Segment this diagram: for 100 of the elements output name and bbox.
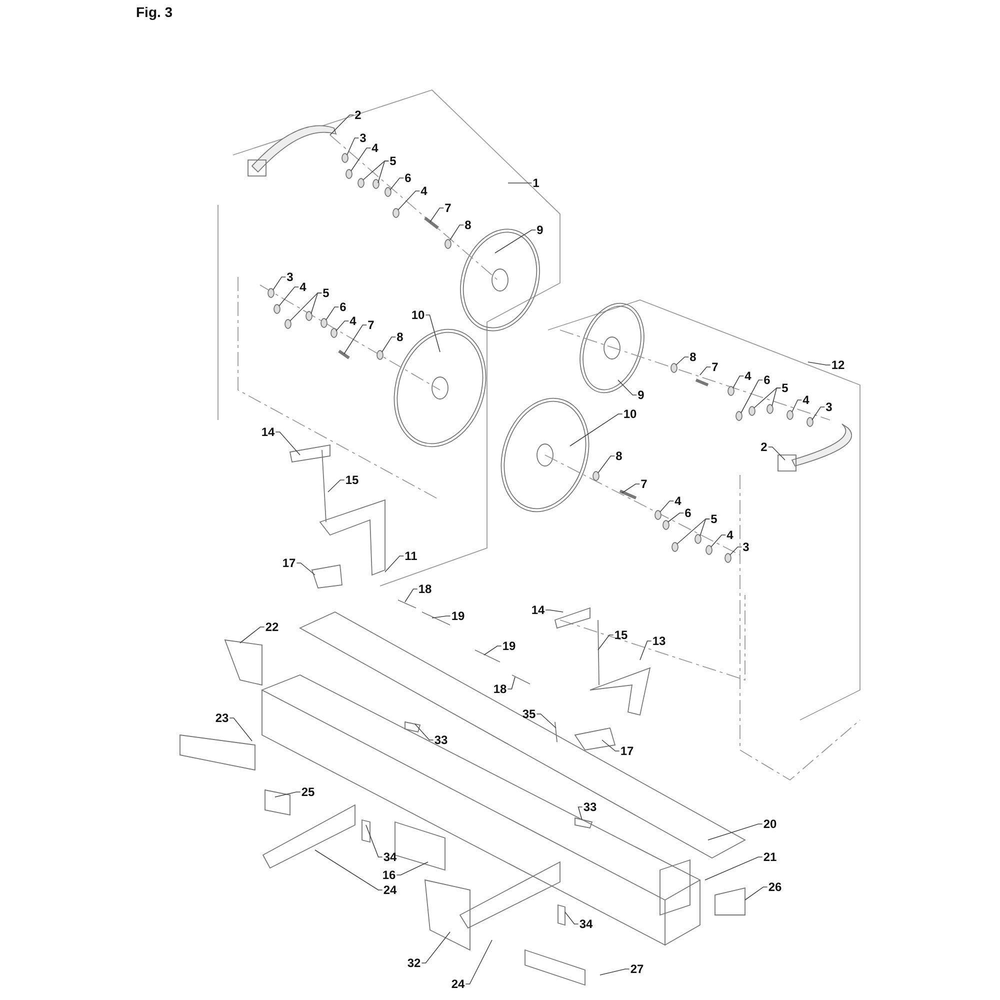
callout-number: 22 [265,620,279,634]
leader-line [507,676,516,690]
callout-number: 19 [451,609,465,623]
leader-line [314,850,383,890]
callout-number: 2 [354,108,362,122]
callout-number: 10 [411,308,425,322]
callout-number: 4 [674,494,682,508]
leader-line [274,792,301,798]
leader-line [350,148,372,172]
callout-number: 18 [493,682,507,696]
callout-number: 23 [215,711,229,725]
callout-number: 34 [383,850,397,864]
callout-number: 6 [684,506,692,520]
callout-number: 27 [630,962,644,976]
leader-line [398,190,420,210]
callout-number: 7 [368,318,374,332]
leader-line [382,336,396,352]
callout-number: 6 [404,171,412,185]
callout-number: 7 [640,477,648,491]
leader-line [450,224,464,240]
callout-number: 14 [261,425,275,439]
callout-number: 4 [300,280,306,294]
callout-number: 5 [710,512,718,526]
callout-number: 25 [301,785,315,799]
leader-line [425,314,440,352]
callout-number: 32 [407,956,421,970]
callout-number: 4 [744,369,752,383]
figure-title: Fig. 3 [136,4,173,20]
leader-line [710,534,726,548]
leader-line [366,824,383,858]
callout-number: 26 [768,880,782,894]
leader-line [330,114,354,136]
leader-line [622,484,640,494]
callout-number: 4 [420,184,428,198]
leader-line [275,432,300,456]
leader-line [598,634,614,650]
leader-line [484,646,502,656]
leader-line [808,362,831,366]
leader-line [390,178,404,190]
leader-line [618,380,638,396]
callout-number: 7 [444,201,452,215]
leader-line [465,940,492,984]
leader-line [740,380,764,414]
leader-line [704,856,763,880]
callout-number: 8 [616,449,622,463]
callout-number: 20 [763,817,777,831]
callout-number: 15 [345,473,359,487]
leader-line [772,388,782,406]
leader-line [396,862,428,876]
leader-line [700,366,712,376]
leader-line [384,556,404,572]
leader-line [346,138,360,156]
callout-number: 6 [340,300,346,314]
leader-line [310,292,322,314]
leader-line [272,276,286,290]
callout-number: 7 [712,360,718,374]
callout-number: 19 [502,639,516,653]
leader-line [328,480,345,492]
leader-line [640,640,652,660]
callout-number: 11 [404,549,418,563]
callout-number: 3 [826,400,832,414]
callout-number: 4 [372,141,378,155]
callout-number: 6 [764,373,770,387]
leader-line [600,968,630,976]
leader-line [404,588,418,602]
callout-number: 1 [532,176,540,190]
leader-line [378,160,390,184]
leader-line [768,446,786,460]
callout-number: 35 [522,707,536,721]
callout-number: 8 [690,350,696,364]
callout-number: 5 [782,381,788,395]
callout-number: 15 [614,628,628,642]
leader-line [545,610,564,612]
callout-number: 17 [282,556,296,570]
leader-line [676,356,690,366]
leader-line [708,824,763,840]
leader-line [578,806,583,820]
leader-line [344,324,368,354]
leader-line [598,456,616,474]
leader-line [414,724,434,740]
leader-line [508,182,532,184]
leader-line [744,886,768,900]
leader-line [792,400,802,412]
callout-number: 9 [536,223,544,237]
callout-number: 24 [383,883,397,897]
leader-line [430,208,444,222]
callout-number: 17 [620,744,634,758]
callout-number: 13 [652,634,666,648]
callout-number: 4 [802,393,810,407]
callout-number: 9 [638,388,644,402]
callout-number: 33 [434,733,448,747]
leader-line [229,718,252,742]
leader-line [296,562,316,576]
leader-line [240,626,265,644]
leader-line [660,500,674,512]
callout-number: 4 [350,314,356,328]
callout-number: 21 [763,850,777,864]
callout-number: 16 [382,868,396,882]
leader-line [700,518,710,536]
callout-number: 14 [531,603,545,617]
